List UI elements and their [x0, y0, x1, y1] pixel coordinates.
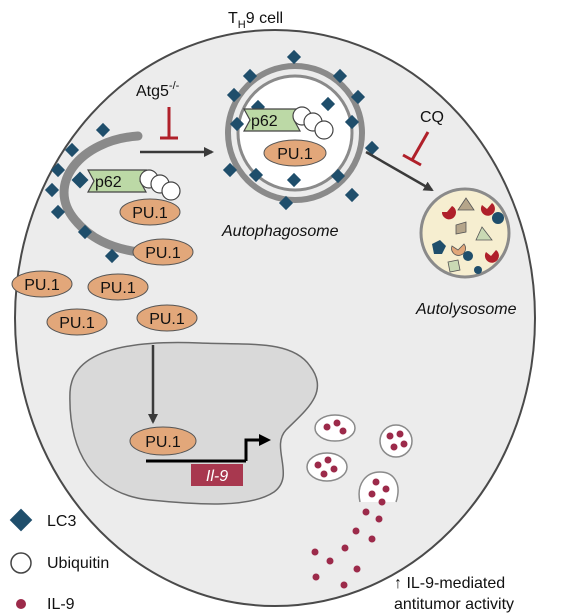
il9-dot-icon — [362, 508, 370, 516]
outcome-line-2: antitumor activity — [394, 596, 514, 613]
pu1-label: PU.1 — [149, 311, 185, 328]
nucleus — [69, 341, 319, 505]
pu1-protein — [119, 198, 181, 226]
il9-dot-icon — [368, 535, 376, 543]
secreted-il9-group — [311, 478, 390, 589]
pu1-protein — [46, 308, 108, 336]
il9-dot-icon — [400, 440, 408, 448]
debris-crescent — [484, 250, 499, 263]
atg5-inhibition-mark — [160, 107, 178, 140]
debris-pentagon — [432, 240, 446, 254]
il9-dot-icon — [16, 599, 26, 609]
pu1-label: PU.1 — [145, 434, 181, 451]
debris-dot — [474, 266, 482, 274]
il9-dot-icon — [311, 548, 319, 556]
cq-inhibition-mark — [402, 131, 430, 167]
il9-dot-icon — [341, 544, 349, 552]
il9-dot-icon — [372, 478, 380, 486]
debris-dot — [463, 251, 473, 261]
transcription-arrow — [244, 434, 271, 461]
pu1-protein-nuclear — [129, 426, 197, 456]
ubiquitin-icon — [161, 181, 181, 201]
il9-dot-icon — [339, 427, 347, 435]
ubiquitin-circle-icon — [10, 552, 32, 574]
arrow-to-autolysosome — [365, 150, 434, 192]
autophagosome-outer-membrane — [225, 63, 365, 203]
cell-title: TH9 cell — [228, 10, 283, 31]
lc3-icon — [350, 89, 366, 105]
autophagosome-p62-complex: p62 PU.1 — [242, 106, 334, 167]
il9-dot-icon — [396, 430, 404, 438]
pu1-cytoplasm-group: PU.1 PU.1 PU.1 PU.1 PU.1 PU.1 — [11, 198, 198, 336]
lc3-icon — [330, 168, 346, 184]
il9-dot-icon — [378, 498, 386, 506]
legend-label-il9: IL-9 — [47, 596, 75, 613]
ubiquitin-icon — [314, 120, 334, 140]
lc3-icon — [320, 96, 336, 112]
il9-dot-icon — [323, 423, 331, 431]
legend-label-ubiquitin: Ubiquitin — [47, 555, 109, 572]
pu1-protein — [132, 238, 194, 266]
pu1-label: PU.1 — [132, 205, 168, 222]
il9-dot-icon — [333, 419, 341, 427]
il9-vesicle-1 — [314, 414, 356, 442]
pu1-label: PU.1 — [277, 146, 313, 163]
p62-label: p62 — [95, 174, 122, 191]
debris-triangle — [475, 226, 493, 241]
il9-dot-icon — [320, 470, 328, 478]
il9-dot-icon — [326, 557, 334, 565]
il9-dot-icon — [375, 515, 383, 523]
il9-dot-icon — [368, 490, 376, 498]
pu1-label: PU.1 — [24, 277, 60, 294]
lc3-icon — [344, 187, 360, 203]
autolysosome — [419, 187, 511, 279]
pu1-protein — [136, 304, 198, 332]
lc3-icon — [278, 195, 294, 211]
pu1-label: PU.1 — [59, 315, 95, 332]
debris-wedge — [492, 212, 504, 224]
debris-crescent — [451, 243, 466, 256]
p62-label: p62 — [251, 113, 278, 130]
il9-dot-icon — [312, 573, 320, 581]
pu1-protein — [87, 273, 149, 301]
lc3-icon — [364, 140, 380, 156]
il9-vesicle-2 — [379, 424, 413, 458]
il9-vesicle-3 — [306, 452, 348, 482]
il9-dot-icon — [390, 443, 398, 451]
phagophore-p62-complex: p62 — [86, 169, 181, 201]
il9-gene-label: Il-9 — [206, 468, 228, 485]
phagophore-membrane — [59, 131, 143, 257]
il9-dot-icon — [352, 527, 360, 535]
il9-dot-icon — [382, 485, 390, 493]
lc3-diamond-icon — [9, 508, 33, 532]
debris-crescent — [480, 203, 495, 216]
lc3-icon — [286, 49, 302, 65]
debris-pentagon — [447, 259, 461, 273]
autophagosome-label: Autophagosome — [221, 223, 339, 240]
legend-label-lc3: LC3 — [47, 513, 76, 530]
debris-triangle — [457, 197, 475, 211]
atg5-label: Atg5-/- — [136, 80, 180, 100]
il9-dot-icon — [314, 461, 322, 469]
il9-gene-box — [191, 464, 243, 486]
lc3-icon — [344, 114, 360, 130]
outcome-line-1: ↑ IL-9-mediated — [394, 575, 505, 592]
pu1-protein — [11, 270, 73, 298]
cq-label: CQ — [420, 109, 444, 126]
il9-dot-icon — [340, 581, 348, 589]
lc3-icon — [332, 68, 348, 84]
pu1-label: PU.1 — [145, 245, 181, 262]
il9-dot-icon — [386, 432, 394, 440]
autolysosome-label: Autolysosome — [415, 301, 517, 318]
il9-dot-icon — [353, 565, 361, 573]
lc3-icon — [286, 172, 302, 188]
il9-dot-icon — [324, 456, 332, 464]
pu1-protein — [263, 139, 327, 167]
pu1-label: PU.1 — [100, 280, 136, 297]
il9-dot-icon — [330, 465, 338, 473]
debris-square — [455, 221, 467, 235]
debris-crescent — [441, 206, 456, 220]
